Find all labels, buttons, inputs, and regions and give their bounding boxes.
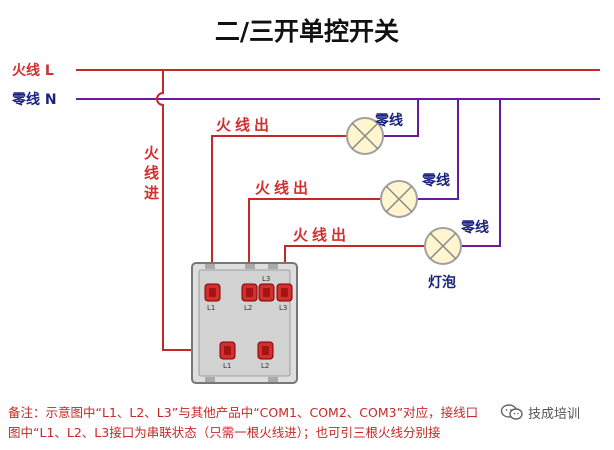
terminal-label: L2 <box>261 362 269 370</box>
terminal-label: L1 <box>223 362 231 370</box>
terminal-l3-top <box>276 283 293 302</box>
terminal-l3-mid <box>258 283 275 302</box>
note-line-2: 图中“L1、L2、L3接口为串联状态（只需一根火线进）；也可引三根火线分别接 <box>8 425 441 440</box>
live-out-label-1: 火线出 <box>216 116 273 134</box>
wechat-icon <box>500 404 523 420</box>
live-label: 火线 L <box>12 62 54 79</box>
terminal-label: L2 <box>244 304 252 312</box>
note-line-1: 备注：示意图中“L1、L2、L3”与其他产品中“COM1、COM2、COM3”对… <box>8 405 479 420</box>
terminal-label: L3 <box>262 275 270 283</box>
terminal-l2-top <box>241 283 258 302</box>
neutral-wire-1 <box>384 99 419 137</box>
live-in-label-char-1: 火 <box>144 144 160 162</box>
live-out-label-3: 火线出 <box>293 226 350 244</box>
neutral-wire-3 <box>462 99 501 247</box>
neutral-label-2: 零线 <box>421 172 450 189</box>
neutral-label-3: 零线 <box>460 219 489 236</box>
bulb-icon <box>380 180 418 218</box>
switch-body <box>191 262 298 384</box>
terminal-l1-top <box>204 283 221 302</box>
bulb-icon <box>424 227 462 265</box>
watermark-text: 技成培训 <box>528 406 581 422</box>
bulb-label: 灯泡 <box>428 274 456 291</box>
bulb-icon <box>346 117 384 155</box>
neutral-wire-2 <box>418 99 459 200</box>
neutral-label-1: 零线 <box>374 112 403 129</box>
watermark: 技成培训 <box>500 402 608 422</box>
terminal-l1-bottom <box>219 341 236 360</box>
live-out-wire-3 <box>284 245 424 290</box>
terminal-l2-bottom <box>257 341 274 360</box>
diagram-title: 二/三开单控开关 <box>215 17 399 46</box>
terminal-label: L3 <box>279 304 287 312</box>
live-in-label-char-3: 进 <box>144 184 159 202</box>
live-in-wire <box>156 70 220 351</box>
live-out-wire-2 <box>248 198 380 290</box>
neutral-label: 零线 N <box>11 91 57 108</box>
terminal-label: L1 <box>207 304 215 312</box>
live-in-label-char-2: 线 <box>144 164 159 182</box>
live-out-wire-1 <box>211 135 346 290</box>
live-out-label-2: 火线出 <box>255 179 312 197</box>
